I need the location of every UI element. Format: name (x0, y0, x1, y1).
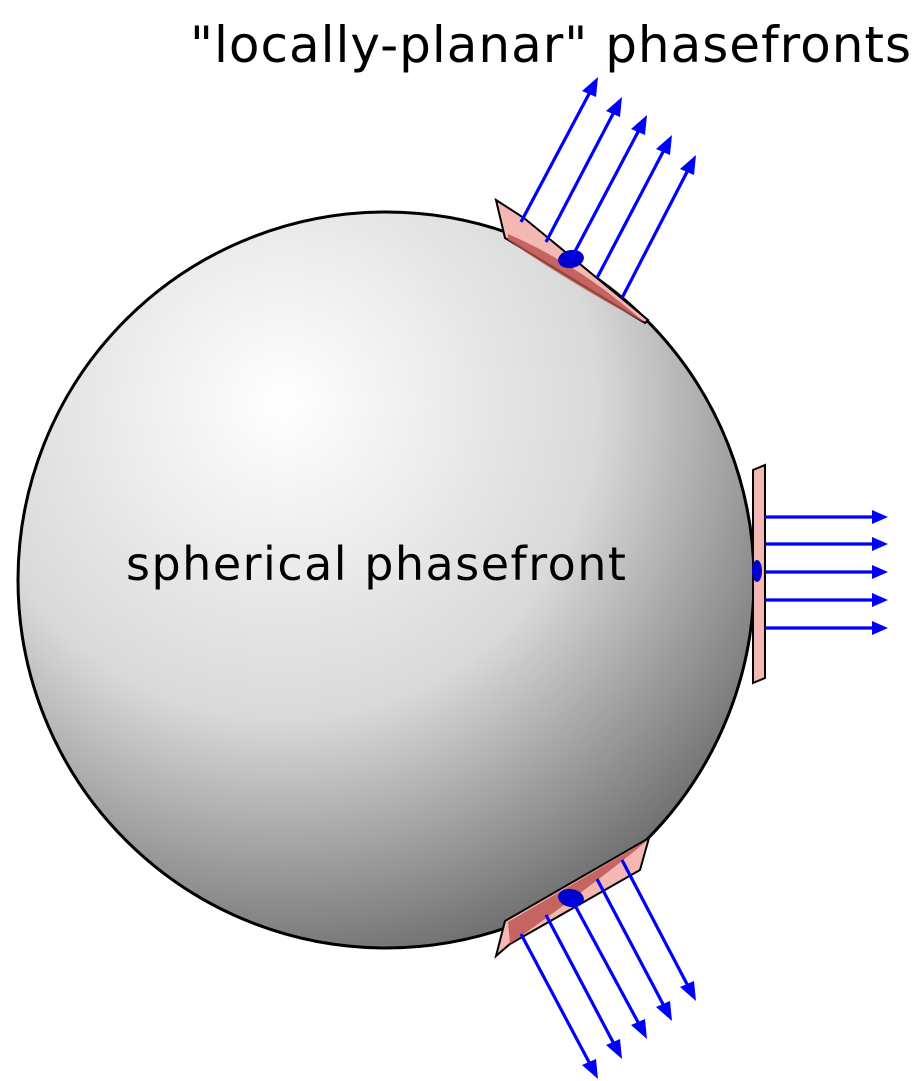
right-rays (765, 510, 888, 635)
right-center-dot (752, 560, 762, 582)
title-label: "locally-planar" phasefronts (190, 16, 912, 74)
center-label: spherical phasefront (126, 537, 627, 591)
right-phasefront (752, 465, 888, 683)
